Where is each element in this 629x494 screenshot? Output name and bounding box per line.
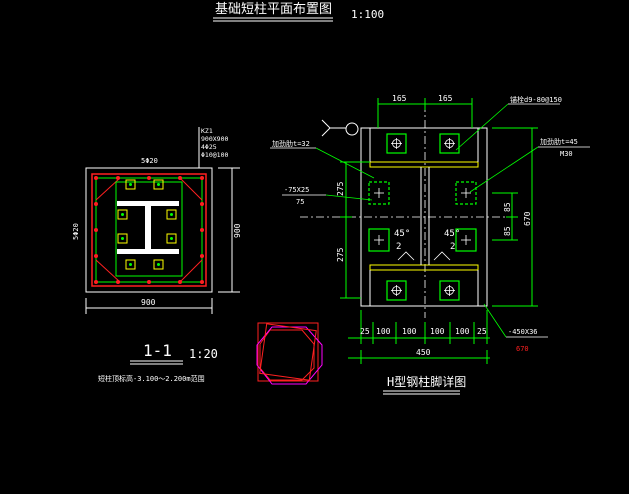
column-spec-line: Φ10@100 — [201, 151, 228, 159]
column-spec-line: 4Φ25 — [201, 143, 217, 151]
stirrup-outer — [91, 173, 207, 287]
leader-line — [469, 146, 539, 193]
leader-line — [315, 147, 375, 179]
dim-bottom-total: 450 — [416, 348, 431, 357]
diag-stirrup — [179, 259, 203, 283]
dim-bottom-label: 25 — [360, 327, 370, 336]
section-1-1: 900 900 5Φ20 5Φ20 KZ1 900X900 4Φ25 Φ10@1… — [72, 127, 242, 383]
h-beam-flange-top — [117, 201, 179, 206]
anchor-bolts-left — [117, 179, 177, 270]
h-column-base-detail: 165 165 25 100 100 100 100 25 450 — [270, 94, 590, 395]
anchor-bolt — [117, 233, 128, 244]
anchor-bolt — [166, 233, 177, 244]
callout-plate-2: 670 — [516, 345, 529, 353]
section-note: 短柱顶标高-3.100～2.200m范围 — [98, 374, 205, 383]
side-rebar-label: 5Φ20 — [72, 223, 80, 240]
dim-bottom-label: 900 — [141, 298, 156, 307]
weld-angle-right: 45° — [444, 229, 460, 239]
section-scale: 1:20 — [189, 347, 218, 361]
bolt-holes — [368, 133, 477, 301]
longitudinal-rebar — [94, 176, 204, 284]
h-beam-flange-bottom — [117, 249, 179, 254]
dim-left-label: 275 — [336, 181, 345, 196]
dim-bottom-label: 100 — [402, 327, 417, 336]
dim-right-label: 85 — [503, 202, 512, 212]
dim-right-label: 900 — [233, 223, 242, 238]
drawing-scale: 1:100 — [351, 8, 384, 21]
callout-washer-2: 75 — [296, 198, 304, 206]
anchor-bolt — [153, 259, 164, 270]
bolt-centers — [121, 183, 173, 266]
callout-anchor: 锚栓d9-80@150 — [510, 95, 562, 104]
dim-bottom-label: 25 — [477, 327, 487, 336]
dim-bottom — [348, 310, 490, 364]
dim-bottom-label: 100 — [430, 327, 445, 336]
base-plate-inner — [115, 181, 183, 277]
stiffeners — [369, 128, 479, 306]
diag-stirrup — [179, 177, 203, 201]
anchor-bolt — [117, 209, 128, 220]
section-marker — [345, 122, 359, 136]
callout-bolt-size: M30 — [560, 150, 573, 158]
dim-right-label: 85 — [503, 226, 512, 236]
column-spec-block: KZ1 900X900 4Φ25 Φ10@100 — [198, 127, 228, 168]
dim-left — [340, 161, 370, 299]
callout-plate: -450X36 — [508, 328, 538, 336]
bolt-circles — [374, 138, 471, 296]
section-title: 1-1 — [143, 341, 172, 360]
stirrup-detail — [256, 322, 323, 385]
leader-line — [455, 103, 509, 151]
dim-top — [377, 98, 473, 128]
flange-bottom — [369, 264, 479, 271]
weld-symbol — [433, 251, 451, 261]
weld-size-right: 2 — [450, 242, 455, 252]
column-spec-line: 900X900 — [201, 135, 228, 143]
dim-top-label: 165 — [438, 94, 453, 103]
anchor-bolt — [166, 209, 177, 220]
flange-top — [369, 161, 479, 168]
drawing-title: 基础短柱平面布置图 — [215, 2, 332, 17]
dim-top-label: 165 — [392, 94, 407, 103]
anchor-bolt — [125, 259, 136, 270]
dim-left-label: 275 — [336, 247, 345, 262]
callout-stiffener-right: 加劲肋t=45 — [540, 137, 578, 146]
section-arrow — [321, 119, 331, 137]
anchor-bolt — [125, 179, 136, 190]
column-spec-line: KZ1 — [201, 127, 213, 135]
weld-angle-left: 45° — [394, 229, 410, 239]
weld-size-left: 2 — [396, 242, 401, 252]
leader-line — [483, 303, 507, 338]
top-rebar-label: 5Φ20 — [141, 157, 158, 165]
dim-right — [492, 127, 538, 307]
h-beam-web — [145, 206, 151, 249]
anchor-bolt — [153, 179, 164, 190]
dim-right-total: 670 — [523, 211, 532, 226]
dim-bottom-label: 100 — [376, 327, 391, 336]
callout-stiffener-left: 加劲肋t=32 — [272, 139, 310, 148]
leader-line — [325, 194, 373, 201]
detail-title: H型钢柱脚详图 — [387, 374, 466, 389]
diag-stirrup — [95, 259, 121, 283]
callout-washer: -75X25 — [284, 186, 309, 194]
dim-bottom-label: 100 — [455, 327, 470, 336]
column-outline — [85, 167, 213, 293]
weld-symbol — [397, 251, 415, 261]
